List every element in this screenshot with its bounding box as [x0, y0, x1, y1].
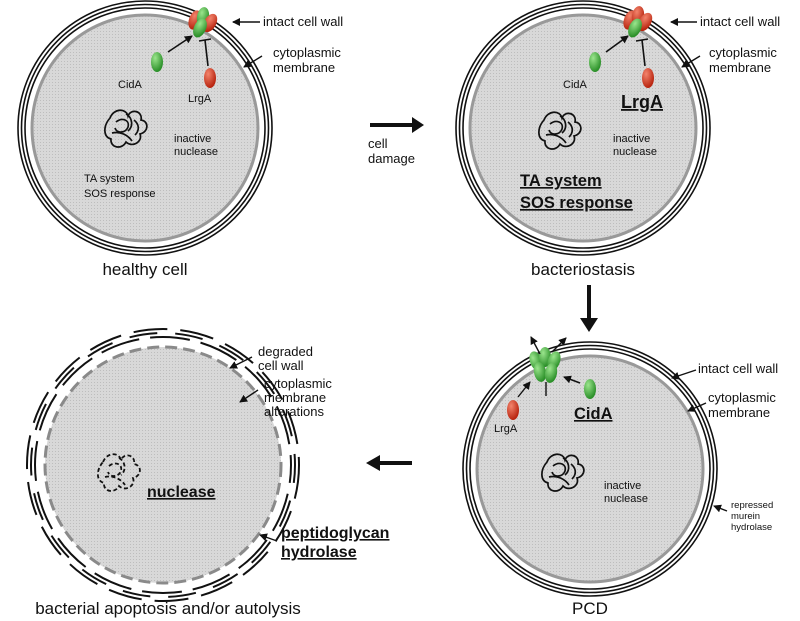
membrane-label-2: membrane	[264, 390, 326, 405]
efflux-arrow	[551, 337, 567, 353]
protein-complex	[623, 6, 653, 38]
inhibition-line	[198, 38, 212, 67]
lrga-label: LrgA	[621, 92, 663, 112]
hydrolase-label-1: repressed	[731, 500, 773, 511]
activation-arrow	[167, 35, 193, 53]
hydrolase-label-2: murein	[731, 511, 760, 522]
cell-wall	[17, 0, 273, 256]
nuclease-label-2: nuclease	[604, 493, 648, 505]
lrga-protein	[507, 400, 519, 420]
wall-label: intact cell wall	[698, 361, 778, 376]
hydrolase-pointer	[713, 504, 728, 513]
lrga-label: LrgA	[494, 423, 518, 435]
cell-damage-arrow: cell damage	[368, 117, 424, 166]
activation-arrow	[605, 35, 629, 53]
membrane-label-1: cytoplasmic	[708, 390, 776, 405]
cida-label: CidA	[574, 405, 613, 423]
hydrolase-label-3: hydrolase	[731, 522, 772, 533]
wall-pointer	[229, 356, 253, 369]
peptido-label-2: hydrolase	[281, 544, 357, 561]
cytoplasm	[475, 354, 705, 584]
ta-label: TA system	[84, 173, 135, 185]
membrane-label-2: membrane	[273, 60, 335, 75]
peptido-label-1: peptidoglycan	[281, 525, 389, 542]
membrane-label-1: cytoplasmic	[273, 45, 341, 60]
panel-pcd: intact cell wall cytoplasmic membrane Lr…	[462, 336, 778, 618]
nuclease-label-1: inactive	[604, 480, 641, 492]
sos-label: SOS response	[520, 194, 633, 212]
damage-label-2: damage	[368, 151, 415, 166]
lrga-label: LrgA	[188, 93, 212, 105]
cida-label: CidA	[563, 79, 588, 91]
cytoplasm	[30, 13, 260, 243]
nucleoid	[104, 109, 148, 148]
membrane-label-2: membrane	[708, 405, 770, 420]
panel-caption: healthy cell	[102, 260, 187, 279]
nuclease-label-1: inactive	[174, 133, 211, 145]
nuclease-label-1: inactive	[613, 133, 650, 145]
cytoplasm	[468, 13, 698, 243]
panel-apoptosis: degraded cell wall cytoplasmic membrane …	[26, 328, 389, 618]
nucleoid	[538, 111, 582, 150]
nuclease-label-2: nuclease	[174, 146, 218, 158]
cida-protein	[589, 52, 601, 72]
wall-label-1: degraded	[258, 344, 313, 359]
left-arrow	[366, 455, 412, 471]
nucleoid	[541, 453, 585, 492]
wall-label: intact cell wall	[263, 14, 343, 29]
activation-arrow	[563, 375, 581, 384]
nuclease-label: nuclease	[147, 484, 216, 501]
panel-caption: PCD	[572, 599, 608, 618]
wall-label-2: cell wall	[258, 358, 304, 373]
panel-healthy: intact cell wall cytoplasmic membrane Ci…	[17, 0, 343, 279]
membrane-pointer	[239, 389, 259, 403]
damage-label-1: cell	[368, 136, 388, 151]
wall-label: intact cell wall	[700, 14, 780, 29]
membrane-label-2: membrane	[709, 60, 771, 75]
protein-complex	[188, 7, 218, 38]
sos-label: SOS response	[84, 188, 156, 200]
panel-bacteriostasis: intact cell wall cytoplasmic membrane Ci…	[455, 0, 780, 279]
inhibition-line	[635, 38, 649, 67]
membrane-pointer	[681, 55, 701, 68]
lrga-protein	[204, 68, 216, 88]
cell-wall	[455, 0, 711, 256]
membrane-label-1: cytoplasmic	[709, 45, 777, 60]
peptido-pointer	[259, 533, 278, 542]
panel-caption: bacteriostasis	[531, 260, 635, 279]
ta-label: TA system	[520, 172, 602, 190]
lrga-arrow	[517, 381, 531, 398]
panel-caption: bacterial apoptosis and/or autolysis	[35, 599, 301, 618]
cida-protein	[151, 52, 163, 72]
cida-label: CidA	[118, 79, 143, 91]
cell-wall	[462, 341, 718, 597]
efflux-arrow	[530, 336, 541, 355]
membrane-pointer	[687, 402, 707, 412]
wall-pointer	[671, 369, 697, 380]
cida-pore-complex	[529, 347, 561, 383]
down-arrow	[580, 285, 598, 332]
cida-protein	[584, 379, 596, 399]
cytoplasm	[43, 345, 283, 585]
degraded-cell-wall	[26, 328, 300, 602]
membrane-pointer	[243, 55, 263, 68]
nuclease-label-2: nuclease	[613, 146, 657, 158]
membrane-label-3: alterations	[264, 404, 324, 419]
lrga-protein	[642, 68, 654, 88]
membrane-label-1: cytoplasmic	[264, 376, 332, 391]
degraded-nucleoid	[96, 453, 141, 492]
